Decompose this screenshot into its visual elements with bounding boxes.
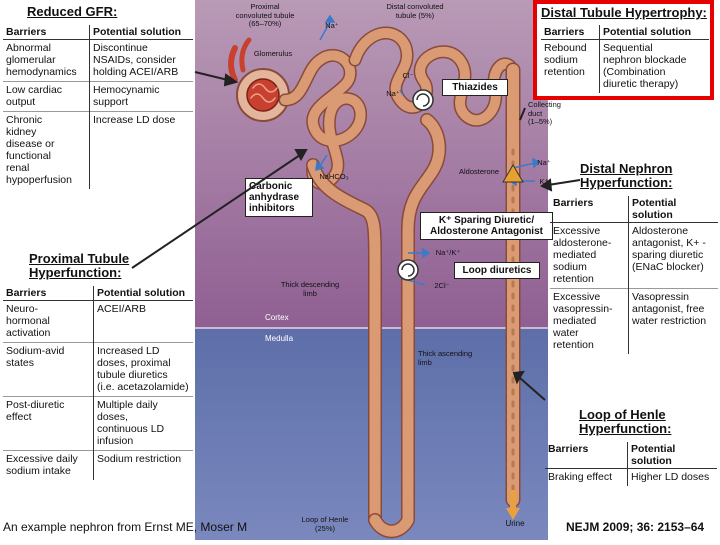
reduced-gfr-table: Barriers Potential solution Abnormal glo… [3, 25, 193, 189]
col-header: Barriers [545, 442, 628, 469]
cl-minus-label: Cl⁻ [402, 71, 414, 80]
na-k-label: Na⁺/K⁺ [435, 248, 461, 257]
solution-cell: ACEI/ARB [93, 300, 193, 343]
distal-tubule-label: Distal convoluted tubule (5%) [386, 2, 444, 20]
table-row: Low cardiac output Hemocynamic support [3, 81, 193, 112]
proximal-table: Barriers Potential solution Neuro- hormo… [3, 286, 193, 480]
distal-hypertrophy-panel: Distal Tubule Hypertrophy: Barriers Pote… [533, 0, 714, 100]
nahco3-label: NaHCO₃ [319, 172, 349, 181]
barrier-cell: Chronic kidney disease or functional ren… [3, 111, 90, 189]
solution-cell: Sodium restriction [93, 450, 193, 480]
loop-diuretics-callout: Loop diuretics [454, 262, 540, 279]
aldosterone-label: Aldosterone [458, 167, 500, 176]
proximal-tubule-label: Proximal convoluted tubule (65–70%) [235, 2, 295, 28]
col-header: Barriers [541, 25, 600, 40]
table-row: Excessive aldosterone- mediated sodium r… [550, 222, 718, 289]
col-header: Potential solution [93, 286, 193, 301]
distal-hypertrophy-title: Distal Tubule Hypertrophy: [541, 5, 707, 20]
citation-caption: NEJM 2009; 36: 2153–64 [566, 520, 705, 534]
table-row: Post-diuretic effect Multiple daily dose… [3, 396, 193, 451]
barrier-cell: Excessive aldosterone- mediated sodium r… [550, 222, 629, 289]
enac-channel [502, 164, 524, 183]
col-header: Potential solution [599, 25, 709, 40]
k-sparing-callout: K⁺ Sparing Diuretic/ Aldosterone Antagon… [420, 212, 553, 240]
distal-nephron-table: Barriers Potential solution Excessive al… [550, 196, 718, 354]
solution-cell: Aldosterone antagonist, K+ - sparing diu… [628, 222, 718, 289]
na-plus-mid-label: Na⁺ [386, 89, 400, 98]
col-header: Barriers [3, 25, 90, 40]
two-cl-label: 2Cl⁻ [434, 281, 450, 290]
loop-of-henle-label: Loop of Henle (25%) [301, 515, 349, 533]
distal-nephron-title: Distal Nephron Hyperfunction: [580, 161, 673, 190]
source-caption: An example nephron from Ernst ME, Moser … [3, 520, 248, 534]
solution-cell: Increase LD dose [89, 111, 193, 189]
proximal-title: Proximal Tubule Hyperfunction: [29, 251, 130, 280]
loop-henle-title: Loop of Henle Hyperfunction: [579, 407, 672, 436]
table-row: Sodium-avid states Increased LD doses, p… [3, 342, 193, 397]
loop-henle-panel: Loop of Henle Hyperfunction: Barriers Po… [545, 408, 717, 486]
reduced-gfr-title: Reduced GFR: [27, 4, 118, 19]
medulla-label: Medulla [265, 334, 294, 343]
proximal-panel: Proximal Tubule Hyperfunction: Barriers … [3, 252, 193, 480]
solution-cell: Increased LD doses, proximal tubule diur… [93, 342, 193, 397]
distal-hypertrophy-table: Barriers Potential solution Rebound sodi… [541, 25, 709, 93]
barrier-cell: Low cardiac output [3, 81, 90, 112]
loop-henle-table: Barriers Potential solution Braking effe… [545, 442, 717, 486]
col-header: Barriers [3, 286, 94, 301]
nephron-illustration: Cortex Medulla [195, 0, 548, 540]
solution-cell: Higher LD doses [627, 468, 717, 486]
table-row: Neuro- hormonal activation ACEI/ARB [3, 300, 193, 343]
col-header: Potential solution [627, 442, 717, 469]
solution-cell: Discontinue NSAIDs, consider holding ACE… [89, 39, 193, 82]
collecting-duct-label: Collecting duct (1–5%) [528, 100, 561, 126]
table-row: Rebound sodium retention Sequential neph… [541, 39, 709, 93]
table-row: Braking effect Higher LD doses [545, 468, 717, 486]
k-plus-ald-label: K⁺ [539, 177, 549, 186]
table-row: Chronic kidney disease or functional ren… [3, 111, 193, 189]
distal-nephron-panel: Distal Nephron Hyperfunction: Barriers P… [550, 162, 718, 354]
nephron-diagram: Cortex Medulla [195, 0, 548, 540]
barrier-cell: Excessive daily sodium intake [3, 450, 94, 480]
thiazide-pump [397, 89, 434, 281]
barrier-cell: Neuro- hormonal activation [3, 300, 94, 343]
table-row: Abnormal glomerular hemodynamics Discont… [3, 39, 193, 82]
barrier-cell: Braking effect [545, 468, 628, 486]
barrier-cell: Excessive vasopressin- mediated water re… [550, 288, 629, 354]
solution-cell: Hemocynamic support [89, 81, 193, 112]
barrier-cell: Rebound sodium retention [541, 39, 600, 93]
barrier-cell: Sodium-avid states [3, 342, 94, 397]
cortex-label: Cortex [265, 313, 289, 322]
na-plus-top-label: Na⁺ [325, 21, 339, 30]
solution-cell: Multiple daily doses, continuous LD infu… [93, 396, 193, 451]
thick-ascending-label: Thick ascending limb [418, 349, 473, 367]
barrier-cell: Abnormal glomerular hemodynamics [3, 39, 90, 82]
solution-cell: Vasopressin antagonist, free water restr… [628, 288, 718, 354]
table-row: Excessive daily sodium intake Sodium res… [3, 450, 193, 480]
urine-label: Urine [505, 519, 525, 528]
glomerulus-label: Glomerulus [253, 49, 293, 58]
barrier-cell: Post-diuretic effect [3, 396, 94, 451]
col-header: Barriers [550, 196, 629, 223]
solution-cell: Sequential nephron blockade (Combination… [599, 39, 709, 93]
reduced-gfr-panel: Reduced GFR: Barriers Potential solution… [3, 5, 193, 189]
thiazides-callout: Thiazides [442, 79, 508, 96]
table-row: Excessive vasopressin- mediated water re… [550, 288, 718, 354]
thick-descending-label: Thick descending limb [280, 280, 340, 298]
col-header: Potential solution [89, 25, 193, 40]
col-header: Potential solution [628, 196, 718, 223]
na-plus-ald-label: Na⁺ [537, 158, 551, 167]
